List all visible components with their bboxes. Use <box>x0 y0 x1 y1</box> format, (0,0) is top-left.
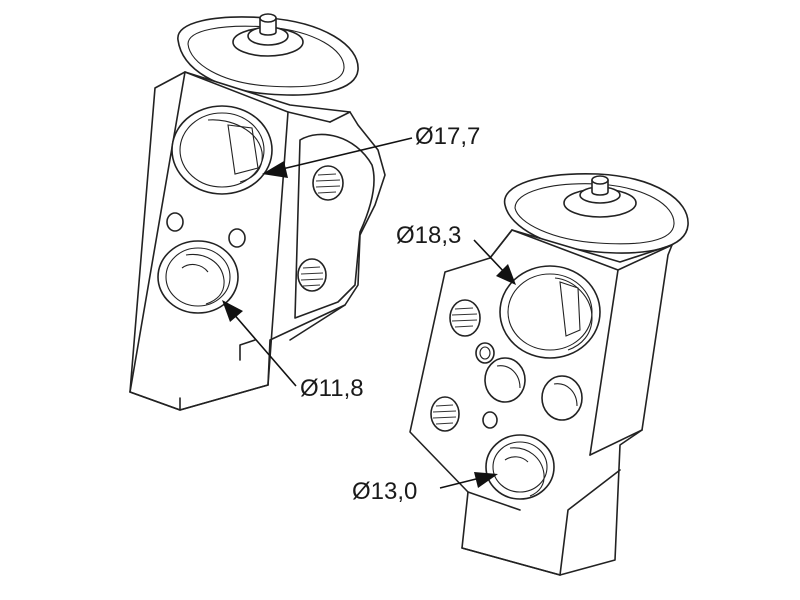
leader-d17 <box>262 137 413 178</box>
leader-d11 <box>222 300 297 387</box>
left-threaded-hole-bottom <box>297 258 327 292</box>
leader-d18 <box>473 239 516 285</box>
right-small-fitting <box>475 342 495 364</box>
leader-d13 <box>439 472 498 489</box>
right-threaded-hole-top <box>449 299 481 337</box>
right-bore-small <box>485 434 555 500</box>
right-valve-diaphragm <box>503 173 689 254</box>
callout-d18: Ø18,3 <box>396 222 461 249</box>
right-threaded-hole-bottom <box>430 396 460 432</box>
left-pin-hole-b <box>228 228 246 248</box>
left-valve-diaphragm <box>177 13 359 96</box>
left-bore-small <box>157 240 239 314</box>
left-valve <box>129 13 386 411</box>
right-hole-middle <box>484 357 526 403</box>
left-threaded-hole-top <box>312 165 344 201</box>
left-bore-large <box>171 105 273 195</box>
callout-d17: Ø17,7 <box>415 123 480 150</box>
left-pin-hole-a <box>166 212 184 232</box>
right-hole-side <box>541 375 583 421</box>
callout-d13: Ø13,0 <box>352 478 417 505</box>
callout-d11: Ø11,8 <box>300 375 364 402</box>
right-bore-large <box>499 265 601 359</box>
right-valve <box>409 173 689 576</box>
right-pin-hole <box>482 411 498 429</box>
